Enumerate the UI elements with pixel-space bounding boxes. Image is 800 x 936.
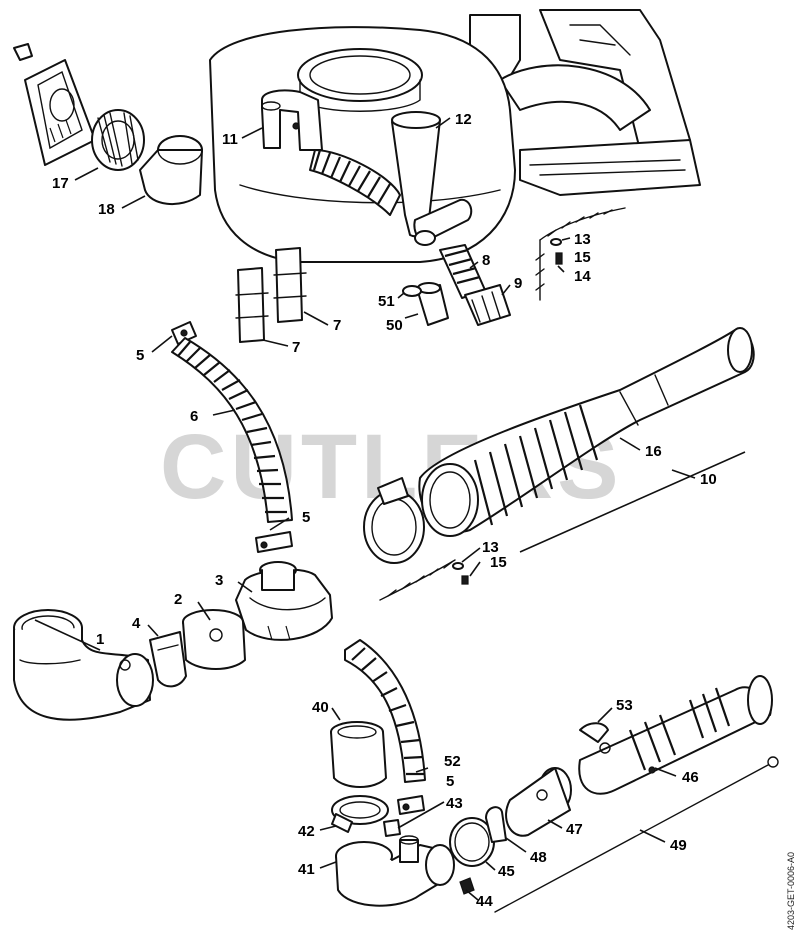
part-50-sleeve (417, 282, 449, 326)
part-17-filter-cover (13, 43, 96, 166)
callout-11: 11 (222, 131, 238, 148)
callout-41: 41 (298, 861, 315, 878)
part-17-filter-element (91, 109, 145, 171)
callout-51: 51 (378, 293, 395, 310)
callout-14: 14 (574, 268, 591, 285)
tank-corrugated-hose (309, 149, 401, 216)
part-48-clip (485, 806, 507, 843)
callout-5-top: 5 (136, 347, 144, 364)
callout-13-bottom: 13 (482, 539, 499, 556)
callout-1: 1 (96, 631, 104, 648)
part-1-inlet-elbow (13, 609, 154, 721)
callout-15-top: 15 (574, 249, 591, 266)
part-8-outlet-hose (439, 244, 486, 299)
callout-49: 49 (670, 837, 687, 854)
part-14-chain-top (535, 207, 626, 301)
callout-labels: 1 2 3 4 5 5 5 6 7 7 8 9 10 11 12 13 13 1… (52, 111, 717, 910)
part-47-spacer (505, 767, 572, 837)
part-2-sleeve (182, 609, 246, 670)
document-id: 4203-GET-0006-A0 (786, 852, 796, 930)
part-52-hose (344, 639, 426, 783)
part-40-sleeve (330, 721, 387, 788)
part-53-clip (579, 722, 609, 743)
part-3-elbow-connector (235, 561, 333, 641)
leader-lines (34, 117, 696, 901)
callout-12: 12 (455, 111, 472, 128)
part-51-o-ring (402, 285, 422, 297)
callout-44: 44 (476, 893, 493, 910)
callout-40: 40 (312, 699, 329, 716)
callout-46: 46 (682, 769, 699, 786)
callout-5-lower: 5 (446, 773, 454, 790)
callout-42: 42 (298, 823, 315, 840)
callout-9: 9 (514, 275, 522, 292)
callout-45: 45 (498, 863, 515, 880)
part-42-clamp-ring (331, 795, 389, 833)
part-5-hose-clamp-top (171, 321, 197, 345)
tank (209, 26, 516, 263)
assembly-bracket-10 (519, 451, 746, 553)
part-45-o-ring (449, 817, 495, 867)
callout-43: 43 (446, 795, 463, 812)
callout-4: 4 (132, 615, 141, 632)
part-43-grommet (383, 819, 401, 837)
callout-13-top: 13 (574, 231, 591, 248)
callout-16: 16 (645, 443, 662, 460)
part-5-hose-clamp-lower (397, 795, 425, 815)
part-6-corrugated-hose (171, 337, 293, 523)
callout-10: 10 (700, 471, 717, 488)
tube-hose-clamp (363, 477, 425, 564)
chain-bottom (379, 559, 469, 601)
callout-7b: 7 (292, 339, 300, 356)
part-9-union-nut (464, 284, 511, 326)
part-4-clip (149, 631, 187, 688)
part-46-nozzle-tube (578, 675, 773, 795)
part-41-lower-elbow (335, 835, 455, 907)
callout-18: 18 (98, 201, 115, 218)
part-16-bellows-tube (418, 327, 755, 537)
callout-2: 2 (174, 591, 182, 608)
part-7-hose-clip-b (273, 247, 307, 323)
callout-17: 17 (52, 175, 69, 192)
part-44-screw (459, 877, 475, 895)
callout-3: 3 (215, 572, 223, 589)
callout-7a: 7 (333, 317, 341, 334)
part-5-hose-clamp-bottom (255, 531, 293, 553)
callout-48: 48 (530, 849, 547, 866)
callout-8: 8 (482, 252, 490, 269)
part-49-rod (494, 756, 779, 913)
callout-52: 52 (444, 753, 461, 770)
callout-15-bottom: 15 (490, 554, 507, 571)
part-7-hose-clip-a (235, 267, 269, 343)
callout-50: 50 (386, 317, 403, 334)
callout-47: 47 (566, 821, 583, 838)
callout-5-mid: 5 (302, 509, 310, 526)
callout-6: 6 (190, 408, 198, 425)
part-12-suction-funnel (391, 111, 473, 246)
part-18-filter-ring (139, 135, 203, 206)
callout-53: 53 (616, 697, 633, 714)
part-11-filler-pipe (261, 89, 323, 151)
